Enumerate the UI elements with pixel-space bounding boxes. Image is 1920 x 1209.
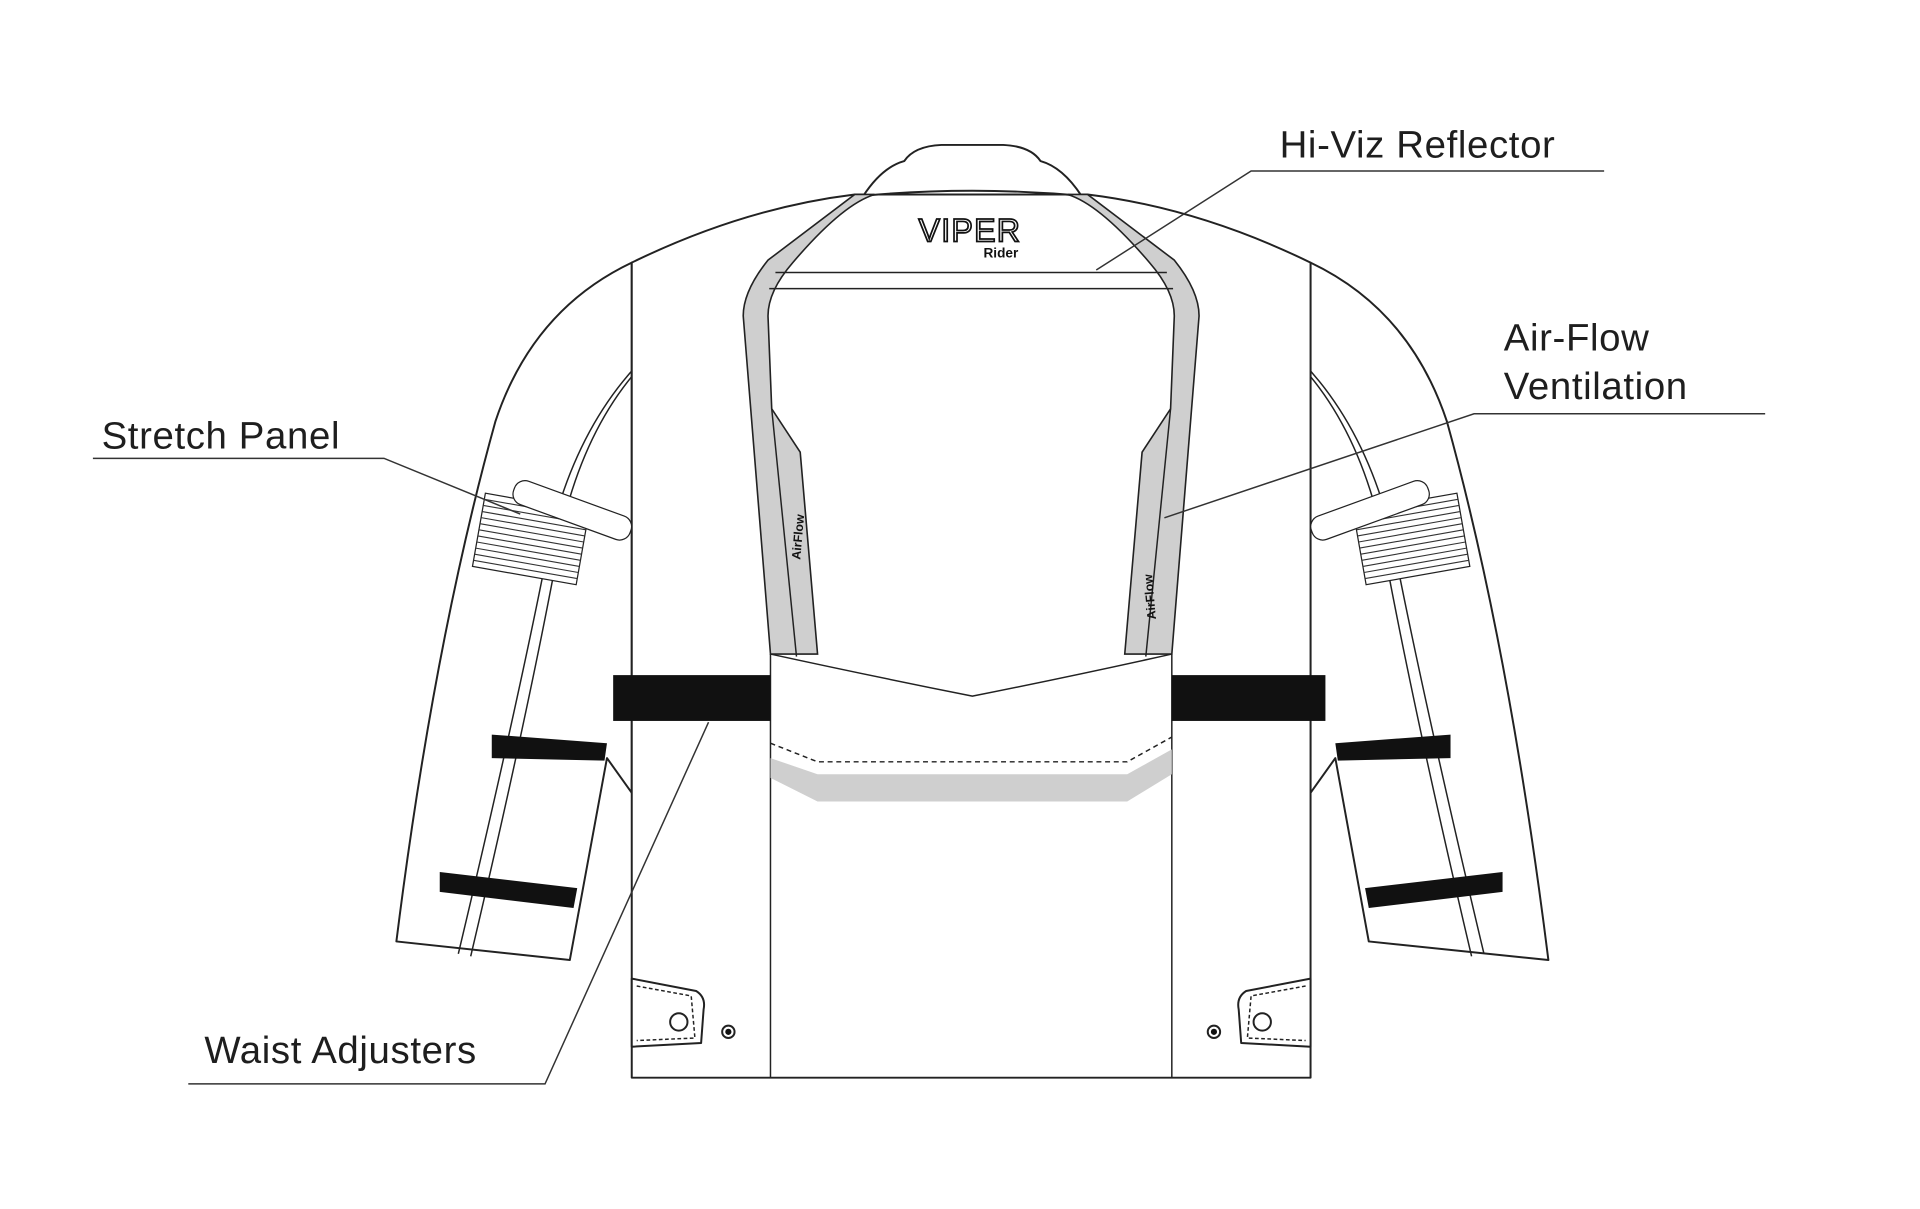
airflow-text-right: AirFlow: [1141, 573, 1159, 620]
hi-viz-reflector-left: [742, 193, 875, 655]
jacket-body: [630, 193, 1312, 1079]
callout-hi-viz-reflector: Hi-Viz Reflector: [1095, 123, 1605, 271]
left-sleeve: [395, 261, 633, 962]
waist-strap-left: [613, 675, 771, 721]
collar: [862, 143, 1083, 197]
arm-strap-left-lower: [439, 872, 578, 908]
callout-stretch-panel: Stretch Panel: [92, 414, 521, 515]
label-air-flow-line1: Air-Flow: [1504, 317, 1650, 360]
label-stretch-panel: Stretch Panel: [102, 414, 341, 457]
hi-viz-reflector-right: [1067, 193, 1200, 655]
label-hi-viz-reflector: Hi-Viz Reflector: [1280, 123, 1556, 166]
callout-air-flow-ventilation: Air-Flow Ventilation: [1164, 317, 1766, 519]
callout-waist-adjusters: Waist Adjusters: [188, 721, 710, 1085]
label-air-flow-line2: Ventilation: [1504, 365, 1688, 408]
waist-adjuster-left: [630, 977, 736, 1048]
lower-reflector-band: [770, 749, 1172, 802]
arm-strap-left-upper: [491, 734, 607, 761]
stretch-panel-left: [471, 480, 633, 586]
waist-adjuster-right: [1206, 977, 1312, 1048]
logo-viper: VIPER: [919, 213, 1022, 249]
right-sleeve: [1309, 261, 1550, 962]
arm-strap-right-upper: [1335, 734, 1451, 761]
logo-rider: Rider: [983, 246, 1018, 261]
jacket-back-view: VIPER Rider AirFlow AirFlow: [395, 143, 1550, 1079]
airflow-text-left: AirFlow: [789, 513, 807, 560]
arm-strap-right-lower: [1365, 872, 1503, 908]
waist-strap-right: [1171, 675, 1326, 721]
stretch-panel-right: [1310, 480, 1471, 586]
label-waist-adjusters: Waist Adjusters: [204, 1029, 476, 1072]
